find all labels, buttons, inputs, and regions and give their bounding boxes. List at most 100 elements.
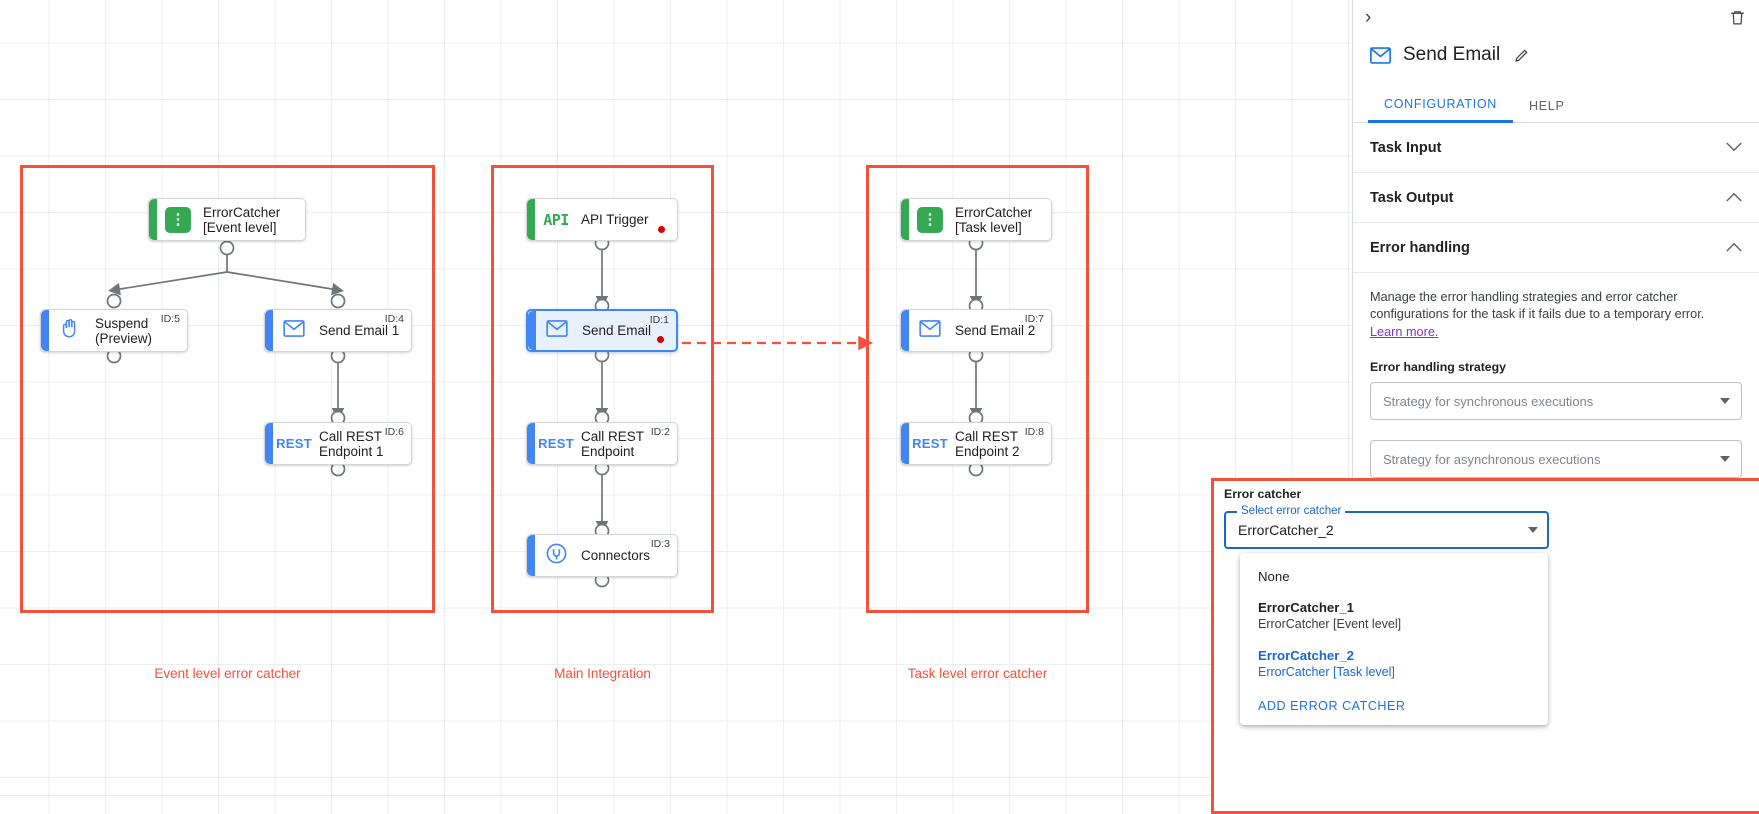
section-task-input[interactable]: Task Input xyxy=(1353,123,1759,173)
node-accent-bar xyxy=(527,423,535,464)
group-caption: Task level error catcher xyxy=(907,666,1048,681)
node-id-badge: ID:2 xyxy=(650,426,670,438)
node-error-dot xyxy=(657,336,664,343)
dropdown-arrow-icon[interactable] xyxy=(1720,398,1730,404)
group-box-3 xyxy=(866,165,1089,613)
rest-icon: REST xyxy=(538,436,574,451)
connectors-icon xyxy=(545,542,568,570)
node-accent-bar xyxy=(527,535,535,576)
node-icon: REST xyxy=(538,431,574,457)
group-caption: Event level error catcher xyxy=(154,666,301,681)
group-box-2 xyxy=(491,165,714,613)
panel-title-row: Send Email xyxy=(1353,36,1759,74)
async-strategy-select[interactable]: Strategy for asynchronous executions xyxy=(1370,440,1742,478)
trash-icon[interactable] xyxy=(1729,8,1746,32)
dropdown-arrow-icon[interactable] xyxy=(1528,527,1538,533)
add-error-catcher-button[interactable]: ADD ERROR CATCHER xyxy=(1258,699,1406,713)
node-label: Send Email 2 xyxy=(955,323,1036,338)
node-accent-bar xyxy=(901,199,909,240)
node-label: Connectors xyxy=(581,548,651,563)
tab-help[interactable]: HELP xyxy=(1529,98,1565,113)
chevron-down-icon[interactable] xyxy=(1726,139,1742,157)
learn-more-link[interactable]: Learn more. xyxy=(1370,325,1439,339)
error-handling-description: Manage the error handling strategies and… xyxy=(1370,290,1705,321)
async-strategy-value: Strategy for asynchronous executions xyxy=(1383,451,1601,467)
node-n-ec1[interactable]: ⋮ErrorCatcher [Event level] xyxy=(148,198,306,241)
error-catcher-icon: ⋮ xyxy=(165,206,191,233)
node-accent-bar xyxy=(265,310,273,351)
chevron-right-icon[interactable]: › xyxy=(1365,7,1372,28)
section-error-handling[interactable]: Error handling xyxy=(1353,223,1759,273)
section-task-output[interactable]: Task Output xyxy=(1353,173,1759,223)
node-label: Call REST Endpoint 2 xyxy=(955,428,1020,459)
select-error-catcher-field[interactable]: Select error catcher ErrorCatcher_2 xyxy=(1224,505,1549,549)
tab-configuration[interactable]: CONFIGURATION xyxy=(1368,88,1514,123)
chevron-up-icon[interactable] xyxy=(1726,189,1742,207)
menu-item-primary: ErrorCatcher_1 xyxy=(1258,600,1355,615)
node-id-badge: ID:7 xyxy=(1024,313,1044,325)
dropdown-arrow-icon[interactable] xyxy=(1720,456,1730,462)
node-icon xyxy=(917,318,943,344)
error-catcher-highlight-region: Error catcher Select error catcher Error… xyxy=(1211,478,1759,814)
sync-strategy-value: Strategy for synchronous executions xyxy=(1383,393,1594,409)
node-n-susp[interactable]: Suspend (Preview)ID:5 xyxy=(40,309,188,352)
node-icon: ⋮ xyxy=(165,206,191,233)
section-task-input-label: Task Input xyxy=(1370,139,1442,156)
menu-item-1[interactable]: None xyxy=(1240,561,1548,592)
select-error-catcher-value: ErrorCatcher_2 xyxy=(1238,522,1334,538)
node-accent-bar xyxy=(528,311,536,350)
node-n-ec2[interactable]: ⋮ ErrorCatcher [Task level] xyxy=(900,198,1052,241)
menu-item-primary: ErrorCatcher_2 xyxy=(1258,648,1355,663)
select-error-catcher-legend: Select error catcher xyxy=(1237,505,1346,517)
spacer xyxy=(1370,420,1742,440)
node-icon: API xyxy=(543,207,569,233)
suspend-hand-icon xyxy=(59,317,81,344)
panel-toolbar: › xyxy=(1353,0,1759,36)
group-box-1 xyxy=(20,165,435,613)
panel-tabs[interactable]: CONFIGURATION HELP xyxy=(1353,88,1759,123)
node-label: Send Email xyxy=(582,323,652,338)
node-label: ErrorCatcher [Task level] xyxy=(955,204,1033,235)
sync-strategy-select[interactable]: Strategy for synchronous executions xyxy=(1370,382,1742,420)
node-id-badge: ID:6 xyxy=(384,426,404,438)
envelope-icon xyxy=(919,319,941,342)
canvas-divider xyxy=(0,795,1352,796)
error-handling-body: Manage the error handling strategies and… xyxy=(1353,273,1759,478)
node-id-badge: ID:1 xyxy=(649,314,669,326)
node-accent-bar xyxy=(901,423,909,464)
section-task-output-label: Task Output xyxy=(1370,189,1454,206)
envelope-icon xyxy=(283,319,305,342)
node-icon: REST xyxy=(912,431,948,457)
page-title: Send Email xyxy=(1403,44,1501,65)
node-n-api[interactable]: API API Trigger xyxy=(526,198,678,241)
chevron-up-icon[interactable] xyxy=(1726,239,1742,257)
error-handling-strategy-label: Error handling strategy xyxy=(1370,360,1506,374)
rest-icon: REST xyxy=(912,436,948,451)
node-label: Call REST Endpoint xyxy=(581,428,645,459)
node-accent-bar xyxy=(901,310,909,351)
node-accent-bar xyxy=(41,310,49,351)
node-label: API Trigger xyxy=(581,212,649,227)
node-id-badge: ID:3 xyxy=(650,538,670,550)
node-label: Suspend (Preview) xyxy=(95,315,153,346)
node-accent-bar xyxy=(265,423,273,464)
envelope-icon xyxy=(1370,46,1391,64)
node-n-rest[interactable]: REST Call REST Endpoint ID:2 xyxy=(526,422,678,465)
pencil-icon[interactable] xyxy=(1514,47,1530,63)
api-icon: API xyxy=(543,210,569,229)
node-icon xyxy=(281,318,307,344)
node-icon: ⋮ xyxy=(917,206,943,233)
node-label: Send Email 1 xyxy=(319,323,400,338)
menu-item-primary: None xyxy=(1258,569,1290,584)
